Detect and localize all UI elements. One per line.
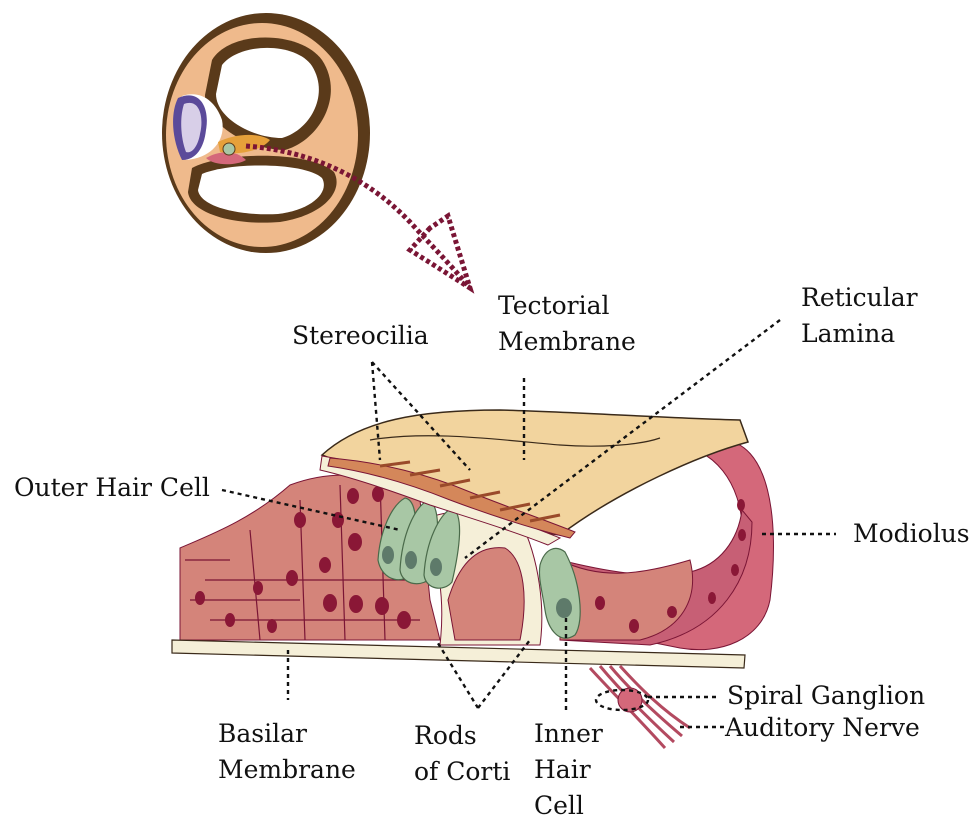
label-tectorial-membrane: Tectorial Membrane <box>498 288 636 360</box>
label-spiral-ganglion: Spiral Ganglion <box>727 678 925 714</box>
organ-spot <box>223 143 235 155</box>
label-basilar-membrane: Basilar Membrane <box>218 716 356 788</box>
label-inner-hair-cell: Inner Hair Cell <box>534 716 603 816</box>
label-auditory-nerve: Auditory Nerve <box>725 710 920 746</box>
label-rods-of-corti: Rods of Corti <box>414 718 510 790</box>
label-reticular-lamina: Reticular Lamina <box>801 280 918 352</box>
label-outer-hair-cell: Outer Hair Cell <box>14 470 210 506</box>
label-modiolus: Modiolus <box>853 516 970 552</box>
label-stereocilia: Stereocilia <box>292 318 429 354</box>
inner-hair-cell <box>539 548 580 638</box>
cochlea-cross-section <box>162 13 370 253</box>
